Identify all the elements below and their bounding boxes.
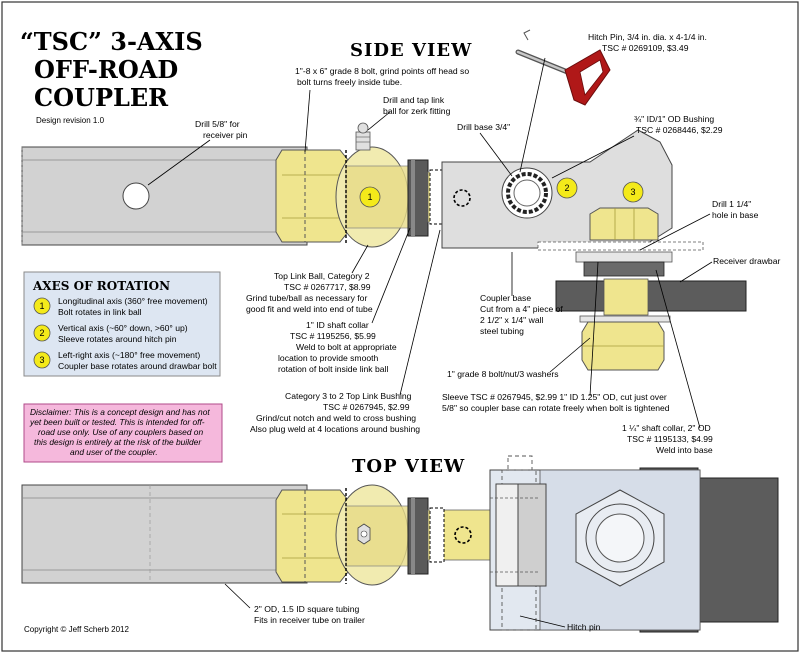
svg-text:1: 1 xyxy=(39,301,44,311)
disclaimer-line-3: road use only. Use of any couplers based… xyxy=(38,427,203,437)
coupler-base-2: Cut from a 4" piece of xyxy=(480,304,563,314)
axes-item-1-line1: Longitudinal axis (360° free movement) xyxy=(58,296,208,306)
axis-marker-2 xyxy=(556,177,578,199)
link-bushing-4: Also plug weld at 4 locations around bus… xyxy=(250,424,420,434)
axis-marker-3 xyxy=(622,181,644,203)
hex-nut-side xyxy=(275,149,349,243)
svg-text:2: 2 xyxy=(39,328,44,338)
svg-text:3: 3 xyxy=(39,355,44,365)
axis-marker-1 xyxy=(359,186,381,208)
zerk-label-1: Drill and tap link xyxy=(383,95,445,105)
drill-hole-2: hole in base xyxy=(712,210,759,220)
design-revision: Design revision 1.0 xyxy=(36,116,105,125)
link-bushing-1: Category 3 to 2 Top Link Bushing xyxy=(285,391,412,401)
disclaimer-line-4: this design is entirely at the risk of t… xyxy=(34,437,202,447)
bushing-34-1: ¾" ID/1" OD Bushing xyxy=(634,114,714,124)
hitch-pin-spec-2: TSC # 0269109, $3.49 xyxy=(602,43,689,53)
receiver-pin-hole xyxy=(122,182,150,210)
side-leader-lines xyxy=(147,57,713,429)
drawbar-nut-top xyxy=(589,207,659,241)
receiver-drawbar-label: Receiver drawbar xyxy=(713,256,780,266)
title-line-2: OFF-ROAD xyxy=(34,55,178,84)
disclaimer-box: Disclaimer: This is a concept design and… xyxy=(23,403,223,463)
top-link-ball-1: Top Link Ball, Category 2 xyxy=(274,271,370,281)
zerk-label-2: ball for zerk fitting xyxy=(383,106,451,116)
coupler-base-4: steel tubing xyxy=(480,326,524,336)
hitch-pin-illustration xyxy=(515,29,611,106)
coupler-base-3: 2 1/2" x 1/4" wall xyxy=(480,315,544,325)
shaft-collar-2: TSC # 1195256, $5.99 xyxy=(290,331,376,341)
top-view-labels: 2" OD, 1.5 ID square tubing Fits in rece… xyxy=(224,583,601,632)
hex-nut-top xyxy=(275,489,349,583)
bushing-34-2: TSC # 0268446, $2.29 xyxy=(636,125,723,135)
bolt-spec-2: bolt turns freely inside tube. xyxy=(297,77,402,87)
axes-item-1-line2: Bolt rotates in link ball xyxy=(58,307,142,317)
drill-receiver-1: Drill 5/8" for xyxy=(195,119,240,129)
axes-item-1-marker xyxy=(33,297,51,315)
copyright: Copyright © Jeff Scherb 2012 xyxy=(24,625,129,634)
svg-text:1: 1 xyxy=(367,192,372,202)
drill-base-label: Drill base 3/4" xyxy=(457,122,510,132)
square-tube-top xyxy=(21,484,308,584)
link-bushing-3: Grind/cut notch and weld to cross bushin… xyxy=(256,413,416,423)
axes-item-2-marker xyxy=(33,324,51,342)
shaft-collar-2od xyxy=(583,261,665,277)
axes-item-3-line1: Left-right axis (~180° free movement) xyxy=(58,350,200,360)
washers-label: 1" grade 8 bolt/nut/3 washers xyxy=(447,369,559,379)
square-tubing-1: 2" OD, 1.5 ID square tubing xyxy=(254,604,359,614)
square-tubing-2: Fits in receiver tube on trailer xyxy=(254,615,365,625)
top-view-drawing xyxy=(21,455,779,633)
disclaimer-line-2: yet been built or tested. This is intend… xyxy=(29,417,205,427)
top-view-title: TOP VIEW xyxy=(352,456,465,477)
axes-heading: AXES OF ROTATION xyxy=(32,279,170,293)
shaft-collar-3: Weld to bolt at appropriate xyxy=(296,342,397,352)
axes-item-3-line2: Coupler base rotates around drawbar bolt xyxy=(58,361,217,371)
collar-2od-3: Weld into base xyxy=(656,445,713,455)
collar-2od-1: 1 ¼" shaft collar, 2" OD xyxy=(622,423,711,433)
hitch-pin-label: Hitch pin xyxy=(567,622,601,632)
collar-2od-2: TSC # 1195133, $4.99 xyxy=(627,434,713,444)
axes-item-3-marker xyxy=(33,351,51,369)
side-axis-markers: 1 2 3 xyxy=(359,177,644,208)
axes-item-2-line2: Sleeve rotates around hitch pin xyxy=(58,334,177,344)
bolt-spec-1: 1"-8 x 6" grade 8 bolt, grind points off… xyxy=(295,66,469,76)
top-link-ball-3: Grind tube/ball as necessary for xyxy=(246,293,367,303)
square-tube xyxy=(21,146,308,246)
disclaimer-line-1: Disclaimer: This is a concept design and… xyxy=(30,407,210,417)
side-view-labels: Hitch Pin, 3/4 in. dia. x 4-1/4 in. TSC … xyxy=(195,32,780,455)
side-view-drawing xyxy=(21,29,747,371)
disclaimer-line-5: and user of the coupler. xyxy=(70,447,158,457)
title-line-1: “TSC” 3-AXIS xyxy=(20,27,203,56)
link-bushing-2: TSC # 0267945, $2.99 xyxy=(323,402,410,412)
shaft-collar-1: 1" ID shaft collar xyxy=(306,320,369,330)
svg-text:2: 2 xyxy=(564,183,569,193)
coupler-base-1: Coupler base xyxy=(480,293,531,303)
svg-text:3: 3 xyxy=(630,187,635,197)
axes-item-2-line1: Vertical axis (~60° down, >60° up) xyxy=(58,323,188,333)
top-link-ball-4: good fit and weld into end of tube xyxy=(246,304,373,314)
title-line-3: COUPLER xyxy=(34,83,169,112)
drill-hole-1: Drill 1 1/4" xyxy=(712,199,751,209)
hitch-pin-spec-1: Hitch Pin, 3/4 in. dia. x 4-1/4 in. xyxy=(588,32,707,42)
sleeve-1: Sleeve TSC # 0267945, $2.99 1" ID 1.25" … xyxy=(442,392,667,402)
shaft-collar-4: location to provide smooth xyxy=(278,353,379,363)
axes-of-rotation-box: AXES OF ROTATION 1 Longitudinal axis (36… xyxy=(23,271,221,377)
sleeve-2: 5/8" so coupler base can rotate freely w… xyxy=(442,403,670,413)
receiver-drawbar xyxy=(555,280,747,312)
side-view-title: SIDE VIEW xyxy=(350,40,472,61)
drill-receiver-2: receiver pin xyxy=(203,130,248,140)
top-link-ball-2: TSC # 0267717, $8.99 xyxy=(284,282,371,292)
shaft-collar-5: rotation of bolt inside link ball xyxy=(278,364,388,374)
zerk-fitting xyxy=(355,131,371,151)
